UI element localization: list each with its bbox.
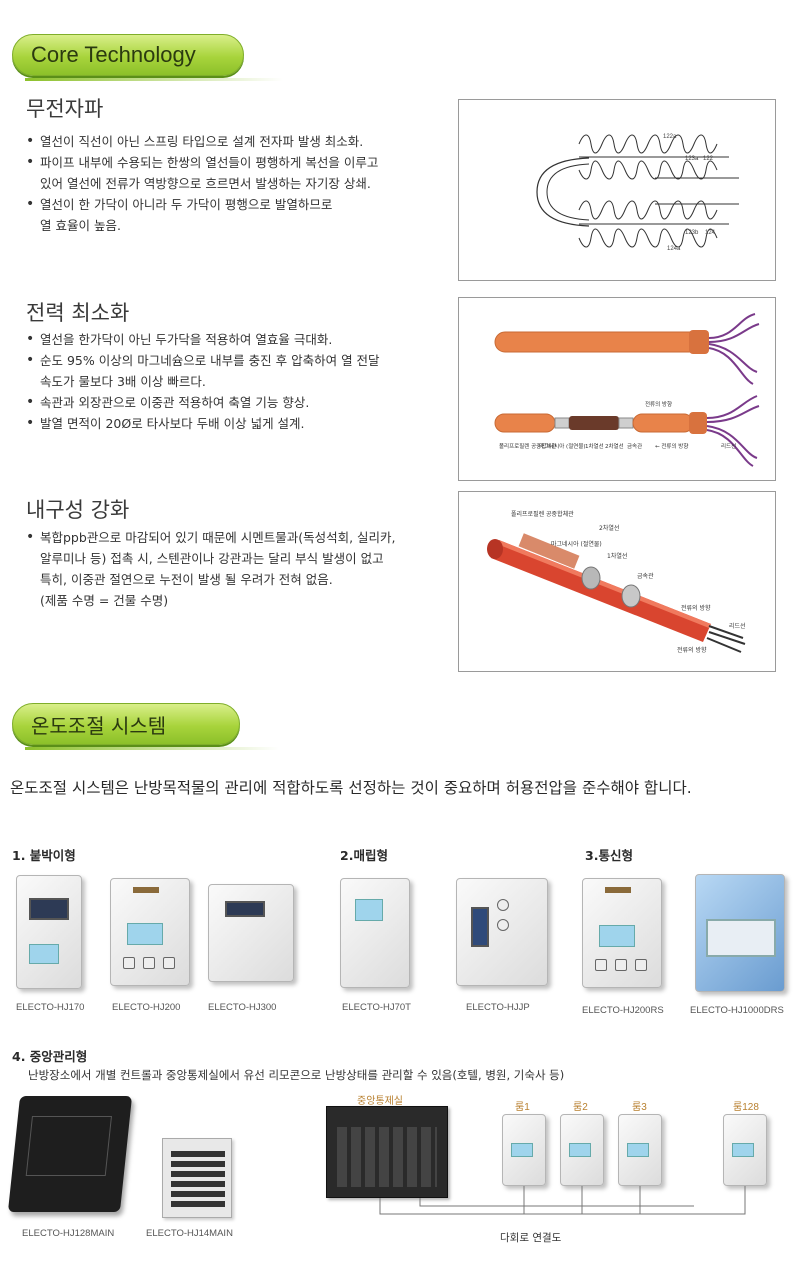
bullet-continuation: 속도가 물보다 3배 이상 빠르다.	[40, 374, 206, 389]
model-label: ELECTO-HJ300	[208, 1002, 277, 1013]
model-label: ELECTO-HJJP	[466, 1002, 530, 1013]
bullet: 열선이 한 가닥이 아니라 두 가닥이 평행으로 발열하므로	[26, 194, 378, 215]
bullet-continuation: 특히, 이중관 절연으로 누전이 발생 될 우려가 전혀 없음.	[40, 572, 333, 587]
model-label: ELECTO-HJ170	[16, 1002, 85, 1013]
room-label: 룸3	[632, 1102, 647, 1113]
bullet: 발열 면적이 20Ø로 타사보다 두배 이상 넓게 설계.	[26, 413, 380, 434]
fig2-label: 2차열선	[605, 442, 624, 450]
central-description: 난방장소에서 개별 컨트롤과 중앙통제실에서 유선 리모콘으로 난방상태를 관리…	[28, 1068, 565, 1082]
intro-text: 온도조절 시스템은 난방목적물의 관리에 적합하도록 선정하는 것이 중요하며 …	[10, 779, 692, 797]
fig1-label: 124a	[667, 246, 681, 252]
pipe-structure-figure: 전류의 방향 폴리프로필렌 공중합체관 마그네시아 (절연물) 1차열선 2차열…	[458, 297, 776, 481]
category-central: 4. 중앙관리형	[12, 1049, 88, 1064]
fig2-label: 리드선	[721, 442, 736, 450]
room-thermostat	[560, 1114, 604, 1186]
section-title-no-emf: 무전자파	[26, 97, 104, 121]
fig3-label: 전류의 방향	[677, 646, 707, 654]
temperature-system-heading: 온도조절 시스템	[12, 703, 279, 750]
core-technology-heading-text: Core Technology	[31, 42, 196, 67]
fig1-label: 124	[705, 230, 716, 236]
model-label: ELECTO-HJ200RS	[582, 1005, 664, 1016]
fig1-label: 122	[703, 156, 714, 162]
control-room-panel	[326, 1106, 448, 1198]
bullet: 열선을 한가닥이 아닌 두가닥을 적용하여 열효율 극대화.	[26, 329, 380, 350]
category-flush-mount: 2.매립형	[340, 848, 388, 863]
room-label: 룸1	[515, 1102, 530, 1113]
thermostat-hj70t	[340, 878, 410, 988]
category-built-in: 1. 붙박이형	[12, 848, 76, 863]
fig1-label: 123a	[685, 156, 699, 162]
fig2-label: 전류의 방향	[645, 400, 672, 408]
thermostat-hj200rs	[582, 878, 662, 988]
model-label: ELECTO-HJ14MAIN	[146, 1228, 233, 1239]
category-communication: 3.통신형	[585, 848, 633, 863]
pipe-cutaway-diagram: 폴리프로필렌 공중합체관 2차열선 마그네시아 (절연물) 1차열선 금속관 전…	[487, 510, 746, 654]
bullet-continuation: 있어 열선에 전류가 역방향으로 흐르면서 발생하는 자기장 상쇄.	[40, 176, 371, 191]
bullet-continuation: (제품 수명 = 건물 수명)	[40, 593, 169, 608]
model-label: ELECTO-HJ128MAIN	[22, 1228, 115, 1239]
fig3-label: 2차열선	[599, 524, 619, 532]
fig3-label: 1차열선	[607, 552, 627, 560]
fig3-label: 마그네시아 (절연물)	[551, 540, 602, 548]
thermostat-hj1000drs	[695, 874, 785, 992]
fig2-label: 폴리프로필렌 공중합체관	[499, 442, 556, 450]
pipe-cutaway-figure: 폴리프로필렌 공중합체관 2차열선 마그네시아 (절연물) 1차열선 금속관 전…	[458, 491, 776, 672]
coil-diagram-figure: 122a 122 123a 123b 124 124a	[458, 99, 776, 281]
fig2-label: ← 전류의 방향	[655, 442, 688, 450]
fig3-label: 전류의 방향	[681, 604, 711, 612]
section-bullets-durability: 복합ppb관으로 마감되어 있기 때문에 시멘트물과(독성석회, 실리카, 알루…	[26, 527, 396, 611]
fig2-label: 1차열선	[585, 442, 604, 450]
thermostat-hj200	[110, 878, 190, 986]
control-room-label: 중앙통제실	[357, 1096, 403, 1107]
section-bullets-power-saving: 열선을 한가닥이 아닌 두가닥을 적용하여 열효율 극대화. 순도 95% 이상…	[26, 329, 380, 434]
section-title-durability: 내구성 강화	[26, 498, 130, 522]
coil-diagram: 122a 122 123a 123b 124 124a	[536, 134, 739, 252]
pipe-structure-diagram: 전류의 방향 폴리프로필렌 공중합체관 마그네시아 (절연물) 1차열선 2차열…	[494, 313, 760, 467]
bullet-continuation: 열 효율이 높음.	[40, 218, 121, 233]
fig1-label: 122a	[663, 134, 677, 140]
fig1-label: 123b	[685, 230, 699, 236]
temperature-system-heading-text: 온도조절 시스템	[31, 713, 167, 738]
fig3-label: 리드선	[729, 622, 746, 630]
thermostat-hj300	[208, 884, 294, 982]
fig3-label: 금속관	[637, 572, 654, 580]
room-thermostat	[723, 1114, 767, 1186]
thermostat-hj170	[16, 875, 82, 989]
bullet: 파이프 내부에 수용되는 한쌍의 열선들이 평행하게 복선을 이루고	[26, 152, 378, 173]
model-label: ELECTO-HJ200	[112, 1002, 181, 1013]
bullet: 열선이 직선이 아닌 스프링 타입으로 설계 전자파 발생 최소화.	[26, 131, 378, 152]
fig2-label: 금속관	[627, 442, 642, 450]
core-technology-heading: Core Technology	[12, 34, 283, 81]
room-label: 룸2	[573, 1102, 588, 1113]
bullet-continuation: 알루미나 등) 접촉 시, 스텐관이나 강관과는 달리 부식 발생이 없고	[40, 551, 384, 566]
bullet: 순도 95% 이상의 마그네슘으로 내부를 충진 후 압축하여 열 전달	[26, 350, 380, 371]
central-controller-hj14main	[162, 1138, 232, 1218]
model-label: ELECTO-HJ70T	[342, 1002, 411, 1013]
section-title-power-saving: 전력 최소화	[26, 301, 130, 325]
room-label: 룸128	[733, 1102, 759, 1113]
connection-caption: 다회로 연결도	[500, 1232, 562, 1244]
model-label: ELECTO-HJ1000DRS	[690, 1005, 784, 1016]
bullet: 속관과 외장관으로 이중관 적용하여 축열 기능 향상.	[26, 392, 380, 413]
bullet: 복합ppb관으로 마감되어 있기 때문에 시멘트물과(독성석회, 실리카,	[26, 527, 396, 548]
room-thermostat	[502, 1114, 546, 1186]
room-thermostat	[618, 1114, 662, 1186]
section-bullets-no-emf: 열선이 직선이 아닌 스프링 타입으로 설계 전자파 발생 최소화. 파이프 내…	[26, 131, 378, 236]
fig2-label: 마그네시아 (절연물)	[539, 442, 586, 450]
fig3-label: 폴리프로필렌 공중합체관	[511, 510, 574, 518]
thermostat-hjjp	[456, 878, 548, 986]
